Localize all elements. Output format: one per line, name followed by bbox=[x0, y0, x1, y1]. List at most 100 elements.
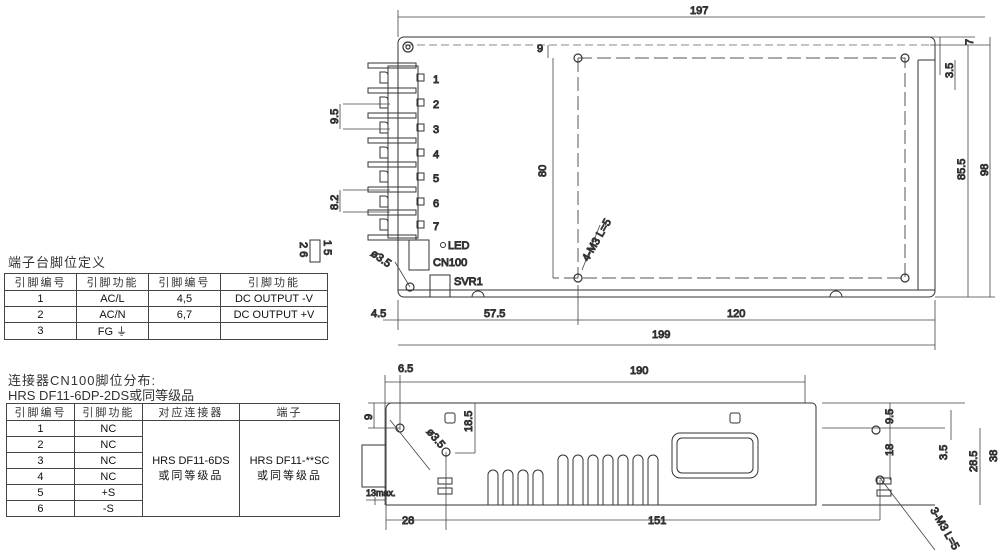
mounting-holes bbox=[402, 41, 910, 292]
table-cell: FG ⏚ bbox=[75, 322, 149, 340]
terminal-block bbox=[367, 62, 425, 241]
vent-slot bbox=[647, 454, 659, 505]
vent-slot bbox=[587, 454, 599, 505]
terminal-note: 或同等级品 bbox=[257, 469, 322, 482]
table-cell bbox=[219, 322, 329, 340]
pin-square-icon bbox=[416, 98, 425, 107]
cn100-subtitle: HRS DF11-6DP-2DS或同等级品 bbox=[8, 388, 195, 403]
svg-text:9: 9 bbox=[363, 414, 375, 420]
vent-slot bbox=[557, 454, 569, 505]
svg-text:9.5: 9.5 bbox=[329, 109, 341, 124]
table-cell: 6 bbox=[6, 500, 75, 517]
svg-text:4-M3 L=5: 4-M3 L=5 bbox=[580, 217, 614, 264]
vent-slot bbox=[617, 454, 629, 505]
column-header: 引脚编号 bbox=[147, 273, 221, 291]
terminal-screw bbox=[379, 121, 389, 134]
terminal-screw bbox=[379, 71, 389, 84]
pin-square-icon bbox=[416, 73, 425, 82]
svg-text:2 6: 2 6 bbox=[297, 242, 309, 257]
vent-slot bbox=[602, 454, 614, 505]
pin-square-icon bbox=[416, 197, 425, 206]
pin-label: 6 bbox=[433, 198, 439, 210]
svg-text:6.5: 6.5 bbox=[398, 363, 413, 375]
svg-text:3.5: 3.5 bbox=[944, 63, 956, 78]
table-cell: 4 bbox=[6, 468, 75, 485]
table-cell: DC OUTPUT +V bbox=[219, 306, 329, 323]
svg-text:9: 9 bbox=[537, 43, 543, 55]
terminal-screw bbox=[379, 170, 389, 183]
table-cell: 4,5 bbox=[147, 290, 221, 307]
svg-text:80: 80 bbox=[537, 165, 549, 177]
column-header: 引脚功能 bbox=[75, 273, 149, 291]
table-cell: DC OUTPUT -V bbox=[219, 290, 329, 307]
table-row: 6-S bbox=[6, 500, 340, 517]
column-header: 引脚功能 bbox=[219, 273, 329, 291]
svg-text:18: 18 bbox=[884, 444, 896, 456]
column-header: 对应连接器 bbox=[141, 403, 241, 421]
table-cell: 1 bbox=[4, 290, 77, 307]
table-cell: 1 bbox=[6, 420, 75, 437]
table-cell: NC bbox=[73, 436, 143, 453]
svg-text:28.5: 28.5 bbox=[968, 451, 980, 472]
svg-text:ø3.5: ø3.5 bbox=[368, 248, 393, 270]
table-cell: 3 bbox=[6, 452, 75, 469]
top-view: 197 9 7 3.5 85.5 98 9.5 8.2 80 4.5 57.5 … bbox=[297, 5, 995, 350]
column-header: 端子 bbox=[239, 403, 340, 421]
svg-text:38: 38 bbox=[988, 450, 998, 462]
mating-connector: HRS DF11-6DS bbox=[152, 454, 230, 467]
table-cell: -S bbox=[73, 500, 143, 517]
svg-text:199: 199 bbox=[652, 329, 670, 341]
table-cell: NC bbox=[73, 420, 143, 437]
svg-text:4.5: 4.5 bbox=[371, 308, 386, 320]
svg-text:8.2: 8.2 bbox=[329, 195, 341, 210]
svg-text:85.5: 85.5 bbox=[956, 159, 968, 180]
pin-label: 3 bbox=[433, 124, 439, 136]
vent-slot bbox=[487, 469, 499, 505]
terminal-fin bbox=[367, 234, 417, 241]
svg-text:197: 197 bbox=[690, 5, 708, 17]
pin-label: 7 bbox=[433, 221, 439, 233]
svg-text:151: 151 bbox=[648, 515, 666, 527]
column-header: 引脚功能 bbox=[73, 403, 143, 421]
table-cell: AC/N bbox=[75, 306, 149, 323]
mounting-holes bbox=[395, 423, 885, 485]
svg-text:9.5: 9.5 bbox=[884, 409, 896, 424]
terminal-screw bbox=[379, 195, 389, 208]
svg-text:13max.: 13max. bbox=[366, 488, 396, 498]
terminal-fin bbox=[367, 209, 417, 216]
vent-slot bbox=[502, 469, 514, 505]
cn100-title: 连接器CN100脚位分布: bbox=[8, 373, 157, 388]
connector-icon bbox=[309, 239, 321, 263]
terminal-fin bbox=[367, 186, 417, 193]
terminal-fin bbox=[367, 62, 417, 69]
terminal-screw bbox=[379, 96, 389, 109]
vent-slot bbox=[517, 469, 529, 505]
terminal-fin bbox=[367, 112, 417, 119]
terminal-fin bbox=[367, 161, 417, 168]
terminal-screw bbox=[379, 218, 389, 231]
pin-label: 1 bbox=[433, 74, 439, 86]
table-cell: +S bbox=[73, 484, 143, 501]
svg-text:ø3.5: ø3.5 bbox=[424, 426, 447, 451]
terminal-cell: HRS DF11-**SC 或同等级品 bbox=[239, 420, 340, 517]
svg-text:SVR1: SVR1 bbox=[454, 276, 483, 288]
terminal-part: HRS DF11-**SC bbox=[249, 454, 330, 467]
pin-label: 4 bbox=[433, 149, 439, 161]
terminal-fin bbox=[367, 87, 417, 94]
side-view: 6.5 190 9 ø3.5 18.5 28 151 9.5 18 3.5 28… bbox=[361, 363, 998, 553]
svg-text:190: 190 bbox=[630, 365, 648, 377]
table-cell: 6,7 bbox=[147, 306, 221, 323]
pin-square-icon bbox=[416, 148, 425, 157]
column-header: 引脚编号 bbox=[6, 403, 75, 421]
svg-text:18.5: 18.5 bbox=[463, 411, 475, 432]
svg-text:3.5: 3.5 bbox=[938, 445, 950, 460]
table-cell: 2 bbox=[6, 436, 75, 453]
table-cell: AC/L bbox=[75, 290, 149, 307]
